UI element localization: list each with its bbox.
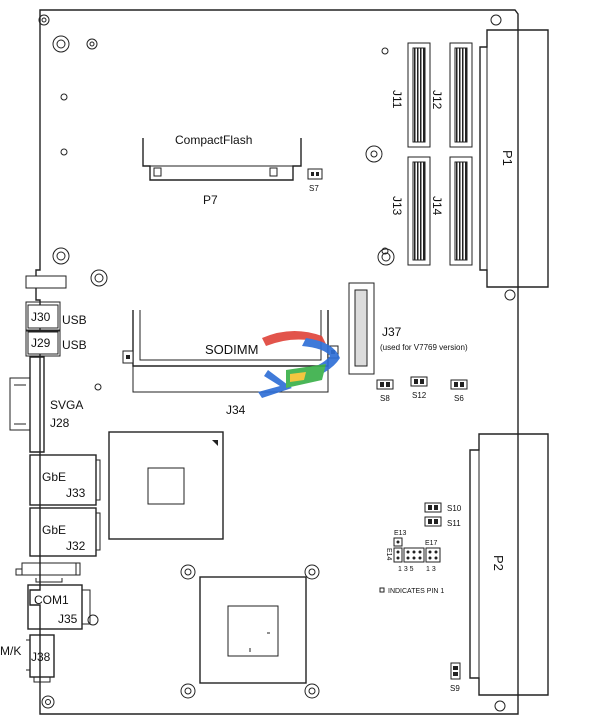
s8-label: S8: [380, 394, 390, 403]
s8-switch: [376, 379, 394, 390]
j11-connector: [407, 42, 431, 148]
s11-label: S11: [447, 519, 461, 528]
s9-switch: [450, 662, 461, 680]
usb2-label: USB: [62, 338, 87, 352]
j32-label: J32: [66, 539, 86, 553]
j37-label: J37: [382, 325, 402, 339]
j34-label: J34: [226, 403, 246, 417]
j32-gbe-port: [29, 507, 101, 557]
mk-label: M/K: [0, 644, 21, 658]
s10-label: S10: [447, 504, 462, 513]
j33-label: J33: [66, 486, 86, 500]
s11-switch: [424, 516, 442, 527]
j11-label: J11: [390, 90, 404, 109]
indicates-pin1-label: INDICATES PIN 1: [388, 588, 444, 595]
p7-label: P7: [203, 193, 218, 207]
led-indicators: [15, 562, 81, 583]
mounting-holes: [38, 14, 516, 712]
e17-label: E17: [425, 540, 438, 547]
j38-connector: [26, 634, 55, 683]
svga-connector: [9, 356, 45, 453]
gbe1-label: GbE: [42, 470, 66, 484]
power-jack: [25, 275, 67, 289]
gbe2-label: GbE: [42, 523, 66, 537]
usb1-label: USB: [62, 313, 87, 327]
j29-usb-port: [25, 329, 61, 357]
pin1-marker: [379, 587, 385, 593]
compactflash-label: CompactFlash: [175, 133, 252, 147]
s6-switch: [450, 379, 468, 390]
svga-label: SVGA: [50, 398, 83, 412]
j37-connector: [348, 282, 375, 375]
sodimm-label: SODIMM: [205, 342, 258, 357]
j30-label: J30: [31, 310, 51, 324]
j12-label: J12: [430, 90, 444, 110]
logo-watermark-icon: [258, 330, 340, 398]
p2-label: P2: [491, 555, 506, 571]
j12-connector: [449, 42, 473, 148]
s9-label: S9: [450, 684, 460, 693]
p1-label: P1: [500, 150, 515, 166]
compactflash-connector: [142, 138, 302, 181]
j37-note: (used for V7769 version): [380, 343, 468, 352]
chipset-ic: [108, 431, 224, 540]
j38-label: J38: [31, 650, 51, 664]
j33-gbe-port: [29, 454, 101, 506]
j35-label: J35: [58, 612, 78, 626]
com1-connector: [27, 584, 91, 630]
j28-label: J28: [50, 416, 70, 430]
j14-label: J14: [430, 196, 444, 216]
jumper-block: [393, 537, 441, 563]
e14-label: E14: [385, 548, 392, 561]
com1-label: COM1: [34, 593, 69, 607]
s12-label: S12: [412, 391, 427, 400]
e13-label: E13: [394, 530, 407, 537]
j13-connector: [407, 156, 431, 266]
j29-label: J29: [31, 336, 51, 350]
j14-connector: [449, 156, 473, 266]
s12-switch: [410, 376, 428, 387]
s7-switch: [307, 168, 323, 180]
s7-label: S7: [309, 184, 319, 193]
s6-label: S6: [454, 394, 464, 403]
s10-switch: [424, 502, 442, 513]
p2-connector: [469, 433, 549, 696]
pins-e17-label: 1 3: [426, 566, 436, 573]
j13-label: J13: [390, 196, 404, 216]
pins-e14-label: 1 3 5: [398, 566, 414, 573]
board-outline: [29, 9, 519, 715]
j30-usb-port: [25, 301, 61, 332]
cpu-ic: [199, 576, 307, 684]
p1-connector: [479, 29, 549, 288]
